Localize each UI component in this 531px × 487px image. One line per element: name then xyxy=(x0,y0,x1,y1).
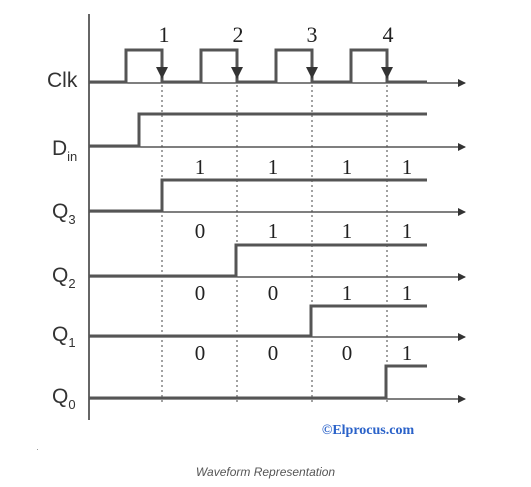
q3-label: Q3 xyxy=(52,200,76,227)
q1-label-sub: 1 xyxy=(68,335,75,350)
q0-waveform xyxy=(89,364,427,400)
q3-label-main: Q xyxy=(52,200,68,223)
q2-label: Q2 xyxy=(52,264,76,291)
clk-edge-arrow-4 xyxy=(381,67,393,79)
q3-value-3: 1 xyxy=(342,155,353,179)
q0-value-1: 0 xyxy=(195,341,206,365)
clk-waveform xyxy=(89,48,427,84)
q2-label-sub: 2 xyxy=(68,276,75,291)
q0-value-3: 0 xyxy=(342,341,353,365)
din-label-sub: in xyxy=(67,149,77,164)
clk-number-3: 3 xyxy=(307,22,318,47)
din-label: Din xyxy=(52,137,77,164)
din-label-main: D xyxy=(52,137,67,160)
q0-value-4: 1 xyxy=(402,341,413,365)
q3-state-values: 1 1 1 1 xyxy=(195,155,413,179)
q1-label-main: Q xyxy=(52,323,68,346)
q1-waveform xyxy=(89,304,427,338)
q1-value-1: 0 xyxy=(195,281,206,305)
q3-label-sub: 3 xyxy=(68,212,75,227)
clk-number-4: 4 xyxy=(383,22,394,47)
q0-value-2: 0 xyxy=(268,341,279,365)
clk-number-2: 2 xyxy=(233,22,244,47)
q2-value-1: 0 xyxy=(195,219,206,243)
q2-waveform xyxy=(89,243,427,278)
q0-state-values: 0 0 0 1 xyxy=(195,341,413,365)
q3-value-1: 1 xyxy=(195,155,206,179)
q0-label-sub: 0 xyxy=(68,397,75,412)
q1-state-values: 0 0 1 1 xyxy=(195,281,413,305)
q1-value-2: 0 xyxy=(268,281,279,305)
q2-value-3: 1 xyxy=(342,219,353,243)
stray-dot xyxy=(37,449,38,450)
figure-caption: Waveform Representation xyxy=(195,465,336,479)
clk-number-1: 1 xyxy=(159,22,170,47)
q1-value-4: 1 xyxy=(402,281,413,305)
q3-value-4: 1 xyxy=(402,155,413,179)
q2-value-2: 1 xyxy=(268,219,279,243)
q0-label-main: Q xyxy=(52,385,68,408)
q3-value-2: 1 xyxy=(268,155,279,179)
din-waveform xyxy=(89,112,427,148)
q2-state-values: 0 1 1 1 xyxy=(195,219,413,243)
clk-edge-arrow-3 xyxy=(306,67,318,79)
q3-waveform xyxy=(89,178,427,213)
q2-value-4: 1 xyxy=(402,219,413,243)
watermark: ©Elprocus.com xyxy=(322,423,415,438)
clk-label: Clk xyxy=(47,69,78,92)
clock-edge-arrows xyxy=(156,67,393,79)
q1-value-3: 1 xyxy=(342,281,353,305)
q1-label: Q1 xyxy=(52,323,76,350)
clk-edge-arrow-2 xyxy=(231,67,243,79)
clock-edge-guides xyxy=(161,80,388,402)
clk-edge-arrow-1 xyxy=(156,67,168,79)
q2-label-main: Q xyxy=(52,264,68,287)
q0-label: Q0 xyxy=(52,385,76,412)
